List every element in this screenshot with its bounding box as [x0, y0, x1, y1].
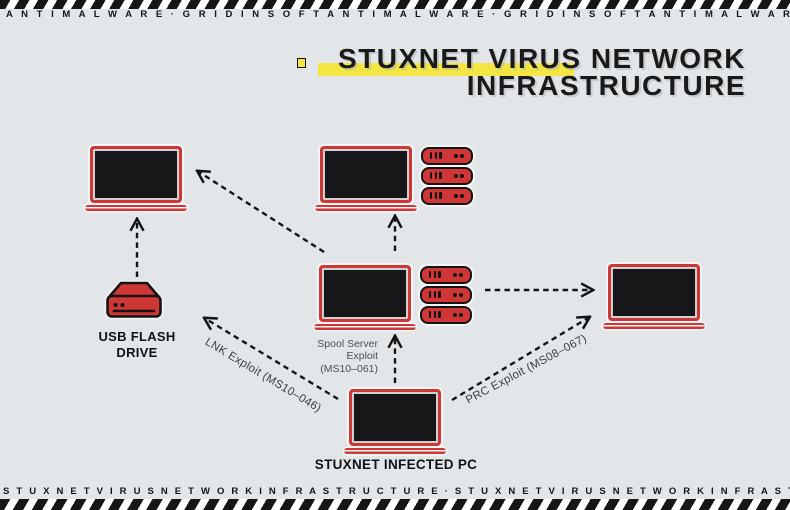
server-vent-bar — [439, 172, 442, 180]
server-led-dot — [452, 312, 457, 317]
laptop-base — [85, 204, 187, 211]
laptop-base — [314, 323, 416, 330]
server-vent-bar — [433, 311, 436, 319]
laptop-node-middle — [314, 265, 416, 330]
spool-server-exploit-label: Spool Server Exploit (MS10–061) — [285, 338, 378, 375]
server-vent-bar — [433, 291, 436, 299]
title-line-1: STUXNET VIRUS NETWORK — [338, 43, 746, 74]
server-led-dot — [453, 173, 458, 178]
laptop-node-top-middle — [315, 146, 417, 211]
page-title: STUXNET VIRUS NETWORK INFRASTRUCTURE — [338, 43, 746, 101]
usb-flash-drive-icon — [106, 281, 162, 318]
server-vent-bar — [433, 271, 436, 279]
server-led-dot — [453, 153, 458, 158]
server-rack-middle — [420, 266, 472, 326]
server-vent-bar — [438, 311, 441, 319]
server-led-dot — [452, 272, 457, 277]
spool-label-line-1: Spool Server — [317, 338, 378, 350]
usb-drive-dot — [120, 303, 125, 307]
hazard-stripe-bottom — [0, 499, 790, 510]
server-led-dot — [452, 292, 457, 297]
server-vent-bar — [434, 172, 437, 180]
server-vent-bar — [438, 291, 441, 299]
server-vent-bar — [429, 271, 432, 279]
server-vent-bar — [434, 152, 437, 160]
laptop-node-top-left — [85, 146, 187, 211]
laptop-screen — [608, 264, 700, 321]
server-unit — [421, 147, 473, 165]
server-vent-bar — [430, 192, 433, 200]
hazard-stripe-top — [0, 0, 790, 9]
server-vent-bar — [429, 291, 432, 299]
server-led-dot — [460, 173, 464, 178]
server-vent-bar — [429, 311, 432, 319]
usb-drive-dot — [113, 303, 118, 307]
server-led-dot — [453, 193, 458, 198]
usb-label-line-1: USB FLASH — [98, 329, 176, 344]
title-bullet-square — [297, 58, 306, 68]
server-unit — [420, 286, 472, 304]
arrow-middle-to-left-laptop — [199, 172, 325, 254]
server-led-dot — [460, 153, 464, 158]
laptop-base — [603, 322, 705, 329]
server-vent-bar — [439, 192, 442, 200]
server-unit — [421, 187, 473, 205]
bottom-marquee-text: S T U X N E T V I R U S N E T W O R K I … — [3, 486, 790, 497]
title-line-2: INFRASTRUCTURE — [466, 70, 746, 101]
server-led-dot — [459, 292, 463, 297]
laptop-screen — [90, 146, 182, 203]
prc-exploit-label: PRC Exploit (MS08–067) — [464, 332, 589, 407]
server-led-dot — [459, 312, 463, 317]
laptop-base — [344, 447, 446, 454]
server-vent-bar — [430, 152, 433, 160]
spool-label-line-3: (MS10–061) — [320, 362, 378, 375]
server-unit — [421, 167, 473, 185]
laptop-node-right — [603, 264, 705, 329]
server-vent-bar — [430, 172, 433, 180]
infected-pc-label: STUXNET INFECTED PC — [314, 457, 478, 472]
top-marquee-text: A N T I M A L W A R E · G R I D I N S O … — [6, 9, 790, 20]
laptop-screen — [349, 389, 441, 446]
arrow-pc-prc-exploit — [451, 318, 588, 402]
server-vent-bar — [439, 152, 442, 160]
usb-flash-drive-label: USB FLASH DRIVE — [82, 329, 192, 360]
server-unit — [420, 306, 472, 324]
title-highlight-bar — [318, 63, 574, 76]
server-led-dot — [459, 272, 463, 277]
server-unit — [420, 266, 472, 284]
server-rack-top — [421, 147, 473, 207]
server-vent-bar — [438, 271, 441, 279]
laptop-node-infected-pc — [344, 389, 446, 454]
laptop-base — [315, 204, 417, 211]
server-led-dot — [460, 193, 464, 198]
server-vent-bar — [434, 192, 437, 200]
laptop-screen — [320, 146, 412, 203]
spool-label-line-2: Exploit — [346, 350, 378, 363]
usb-label-line-2: DRIVE — [116, 344, 158, 360]
laptop-screen — [319, 265, 411, 322]
